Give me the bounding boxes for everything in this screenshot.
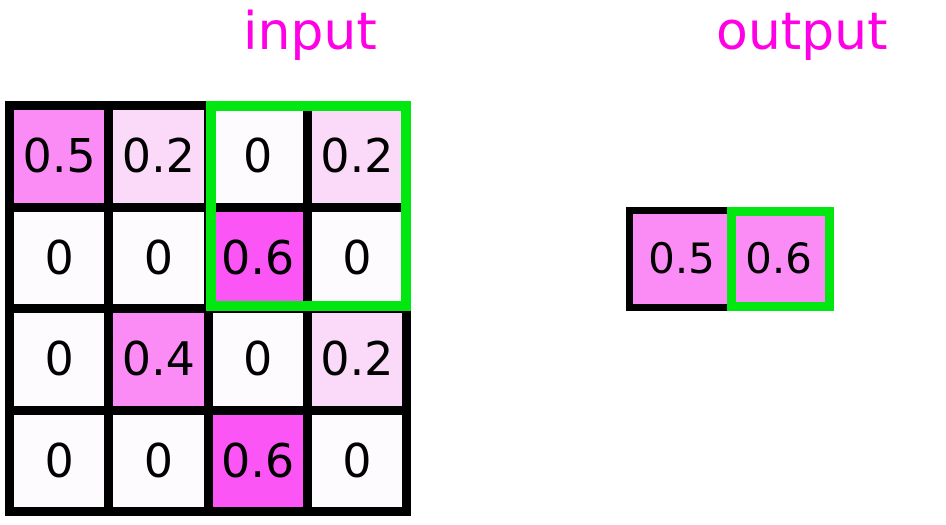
input-cell-r1c2: 0.6 xyxy=(212,211,303,304)
input-cell-r0c0: 0.5 xyxy=(14,110,105,203)
input-matrix: 0.5 0.2 0 0.2 0 0 0.6 0 0 0.4 0 0.2 0 0 … xyxy=(5,101,411,516)
input-cell-r2c2: 0 xyxy=(212,313,303,406)
output-matrix: 0.5 0.6 xyxy=(626,207,834,311)
input-cell-r1c0: 0 xyxy=(14,211,105,304)
input-cell-r3c1: 0 xyxy=(113,414,204,507)
input-cell-r2c1: 0.4 xyxy=(113,313,204,406)
output-cell-r0c0: 0.5 xyxy=(633,214,730,304)
input-cell-r0c2: 0 xyxy=(212,110,303,203)
input-cell-r3c2: 0.6 xyxy=(212,414,303,507)
input-cell-r3c0: 0 xyxy=(14,414,105,507)
output-panel-label: output xyxy=(716,2,888,62)
input-cell-r2c3: 0.2 xyxy=(311,313,402,406)
output-cell-r0c1: 0.6 xyxy=(730,214,827,304)
input-cell-r1c3: 0 xyxy=(311,211,402,304)
input-panel-label: input xyxy=(243,2,377,62)
input-cell-r0c3: 0.2 xyxy=(311,110,402,203)
input-cell-r0c1: 0.2 xyxy=(113,110,204,203)
input-cell-r1c1: 0 xyxy=(113,211,204,304)
input-cell-r2c0: 0 xyxy=(14,313,105,406)
input-cell-r3c3: 0 xyxy=(311,414,402,507)
